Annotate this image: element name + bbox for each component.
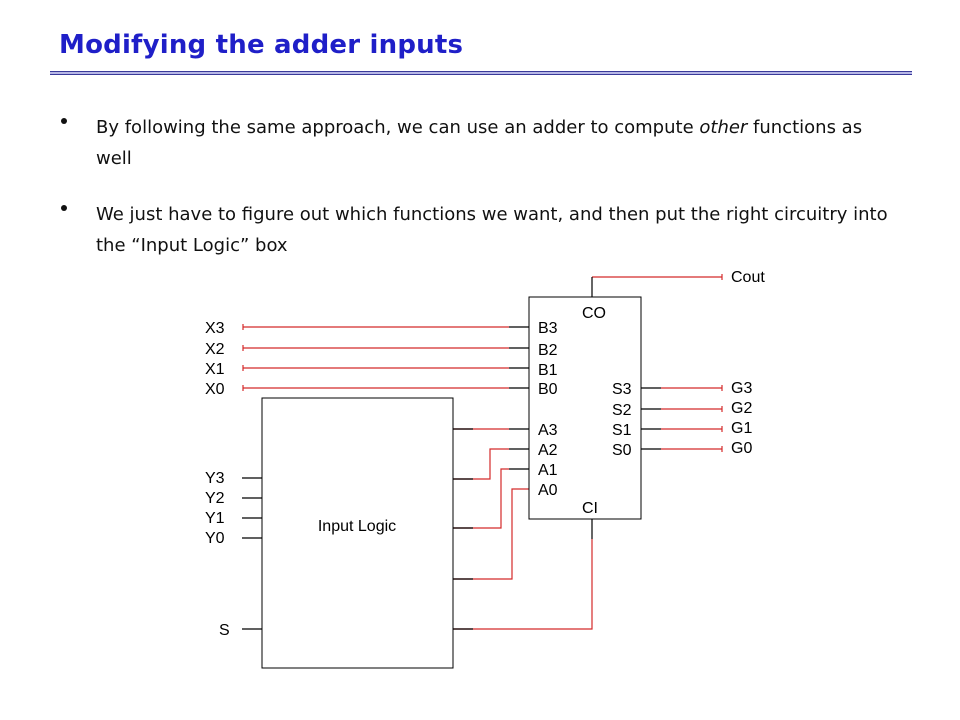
x3-label: X3 — [205, 320, 225, 337]
y3-label: Y3 — [205, 470, 225, 487]
adder-b2-label: B2 — [538, 342, 558, 359]
input-logic-box — [261, 397, 454, 669]
adder-a2-label: A2 — [538, 442, 558, 459]
adder-a0-label: A0 — [538, 482, 558, 499]
adder-b0-label: B0 — [538, 381, 558, 398]
black-stubs — [242, 277, 661, 630]
adder-s0-label: S0 — [612, 442, 632, 459]
bullet-1-text-after: functions as well — [96, 117, 863, 169]
bullet-marker-2 — [61, 205, 67, 211]
logic-to-ci-wire — [453, 539, 593, 630]
x1-label: X1 — [205, 361, 225, 378]
bullet-1-emphasis: other — [699, 117, 748, 138]
adder-a1-label: A1 — [538, 462, 558, 479]
s-label: S — [219, 622, 230, 639]
bullet-2: We just have to figure out which functio… — [96, 204, 888, 256]
logic-to-a0-wire — [453, 488, 529, 580]
bullet-marker-1 — [61, 118, 67, 124]
adder-a3-label: A3 — [538, 422, 558, 439]
adder-s2-label: S2 — [612, 402, 632, 419]
adder-co-label: CO — [582, 305, 606, 322]
bullet-1-text-before: By following the same approach, we can u… — [96, 117, 700, 138]
adder-s3-label: S3 — [612, 381, 632, 398]
g3-label: G3 — [731, 380, 752, 397]
y1-label: Y1 — [205, 510, 225, 527]
slide-title: Modifying the adder inputs — [59, 30, 464, 60]
adder-s1-label: S1 — [612, 422, 632, 439]
g0-label: G0 — [731, 440, 752, 457]
x2-label: X2 — [205, 341, 225, 358]
y0-label: Y0 — [205, 530, 225, 547]
cout-label: Cout — [731, 269, 765, 286]
adder-b1-label: B1 — [538, 362, 558, 379]
logic-to-a1-wire — [453, 468, 509, 529]
bullet-1: By following the same approach, we can u… — [96, 112, 896, 174]
y2-label: Y2 — [205, 490, 225, 507]
input-logic-label: Input Logic — [318, 518, 396, 535]
g2-label: G2 — [731, 400, 752, 417]
x0-label: X0 — [205, 381, 225, 398]
adder-box — [528, 296, 642, 520]
g1-label: G1 — [731, 420, 752, 437]
adder-b3-label: B3 — [538, 320, 558, 337]
title-underline — [50, 71, 912, 75]
adder-ci-label: CI — [582, 500, 598, 517]
